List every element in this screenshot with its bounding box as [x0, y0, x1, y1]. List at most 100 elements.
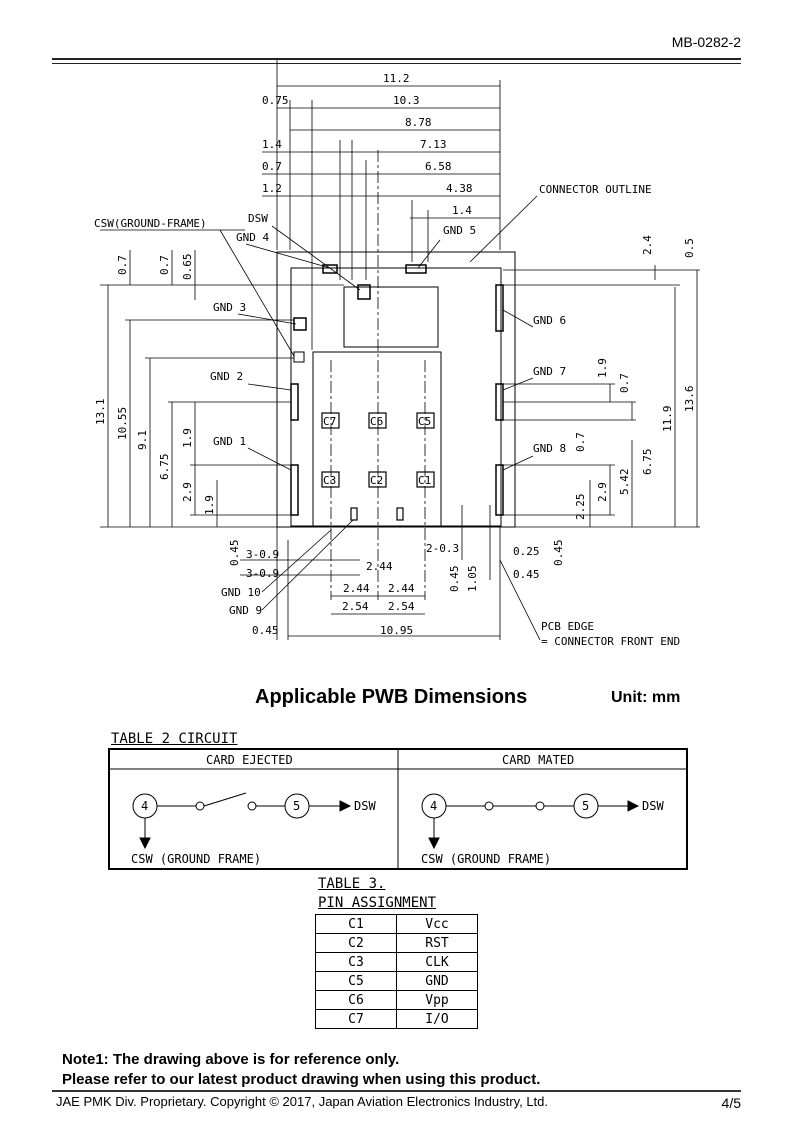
dim-2.9: 2.9 [181, 482, 194, 502]
contact-c3: C3 [323, 474, 336, 487]
dim-0.45d: 0.45 [513, 568, 540, 581]
label-dsw: DSW [248, 212, 268, 225]
dim-11.2: 11.2 [383, 72, 410, 85]
dim-0.7d: 0.7 [618, 373, 631, 393]
unit-label: Unit: mm [611, 689, 681, 706]
dim-0.45c: 0.45 [448, 566, 461, 593]
dim-0.65: 0.65 [181, 254, 194, 281]
dim-0.5: 0.5 [683, 238, 696, 258]
footer-rule [52, 1090, 741, 1092]
label-gnd1: GND 1 [213, 435, 246, 448]
header-rule-thin [52, 63, 741, 64]
dim-13.6: 13.6 [683, 386, 696, 413]
label-gnd6: GND 6 [533, 314, 566, 327]
section-title: Applicable PWB Dimensions [255, 686, 528, 708]
label-pcb-edge: PCB EDGE [541, 620, 594, 633]
label-gnd3: GND 3 [213, 301, 246, 314]
dim-0.7c: 0.7 [158, 255, 171, 275]
contact-c5: C5 [418, 415, 431, 428]
dim-6.58: 6.58 [425, 160, 452, 173]
dim-0.25: 0.25 [513, 545, 540, 558]
dim-3-0.9a: 3-0.9 [246, 548, 279, 561]
dim-1.9c: 1.9 [596, 358, 609, 378]
dim-1.2: 1.2 [262, 182, 282, 195]
dim-9.1: 9.1 [136, 430, 149, 450]
label-gnd10: GND 10 [221, 586, 261, 599]
dim-0.45a: 0.45 [228, 540, 241, 567]
dim-2.44a: 2.44 [366, 560, 393, 573]
col-card-mated: CARD MATED [502, 753, 574, 767]
csw-ejected: CSW (GROUND FRAME) [131, 852, 261, 866]
dim-2.44c: 2.44 [388, 582, 415, 595]
dim-3-0.9b: 3-0.9 [246, 567, 279, 580]
dim-1.05: 1.05 [466, 566, 479, 593]
dim-0.45b: 0.45 [552, 540, 565, 567]
note-line-2: Please refer to our latest product drawi… [62, 1071, 541, 1088]
dim-2.25: 2.25 [574, 494, 587, 521]
note-line-1: Note1: The drawing above is for referenc… [62, 1051, 400, 1068]
dim-2-0.3: 2-0.3 [426, 542, 459, 555]
dsw-mated: DSW [642, 799, 664, 813]
label-gnd8: GND 8 [533, 442, 566, 455]
dim-1.9b: 1.9 [203, 495, 216, 515]
pin-signal: CLK [396, 952, 478, 972]
dim-0.45e: 0.45 [252, 624, 279, 637]
pin-contact: C1 [315, 914, 397, 934]
dim-0.75: 0.75 [262, 94, 289, 107]
table2-title: TABLE 2 CIRCUIT [111, 731, 238, 747]
dim-2.4: 2.4 [641, 235, 654, 255]
dim-7.13: 7.13 [420, 138, 447, 151]
dsw-ejected: DSW [354, 799, 376, 813]
table3-title: TABLE 3. [318, 876, 386, 892]
node-5-mated: 5 [582, 799, 589, 813]
dim-13.1: 13.1 [94, 399, 107, 426]
pin-signal: Vcc [396, 914, 478, 934]
dim-2.54b: 2.54 [388, 600, 415, 613]
contact-c1: C1 [418, 474, 431, 487]
dim-0.7b: 0.7 [116, 255, 129, 275]
dim-10.95: 10.95 [380, 624, 413, 637]
dim-2.44b: 2.44 [343, 582, 370, 595]
contact-c6: C6 [370, 415, 383, 428]
dim-10.55: 10.55 [116, 407, 129, 440]
pin-signal: RST [396, 933, 478, 953]
dim-5.42: 5.42 [618, 469, 631, 496]
pin-contact: C5 [315, 971, 397, 991]
dim-0.7a: 0.7 [262, 160, 282, 173]
pin-signal: Vpp [396, 990, 478, 1010]
pin-signal: GND [396, 971, 478, 991]
pin-contact: C6 [315, 990, 397, 1010]
dim-6.75: 6.75 [158, 454, 171, 481]
label-connector-outline: CONNECTOR OUTLINE [539, 183, 652, 196]
col-card-ejected: CARD EJECTED [206, 753, 293, 767]
header-rule [52, 58, 741, 60]
dim-4.38: 4.38 [446, 182, 473, 195]
dim-2.9r: 2.9 [596, 482, 609, 502]
dim-6.75r: 6.75 [641, 449, 654, 476]
dim-8.78: 8.78 [405, 116, 432, 129]
node-5-ejected: 5 [293, 799, 300, 813]
dim-0.7e: 0.7 [574, 432, 587, 452]
dim-1.4a: 1.4 [262, 138, 282, 151]
csw-mated: CSW (GROUND FRAME) [421, 852, 551, 866]
label-gnd2: GND 2 [210, 370, 243, 383]
dim-10.3: 10.3 [393, 94, 420, 107]
dim-1.4b: 1.4 [452, 204, 472, 217]
label-gnd4: GND 4 [236, 231, 269, 244]
pin-contact: C3 [315, 952, 397, 972]
table3-subtitle: PIN ASSIGNMENT [318, 895, 437, 911]
document-id: MB-0282-2 [671, 34, 741, 50]
node-4-ejected: 4 [141, 799, 148, 813]
contact-c2: C2 [370, 474, 383, 487]
label-gnd7: GND 7 [533, 365, 566, 378]
pin-contact: C7 [315, 1009, 397, 1029]
pwb-dimension-drawing: 11.2 0.75 10.3 8.78 1.4 7.13 0.7 6.58 1.… [94, 60, 700, 648]
